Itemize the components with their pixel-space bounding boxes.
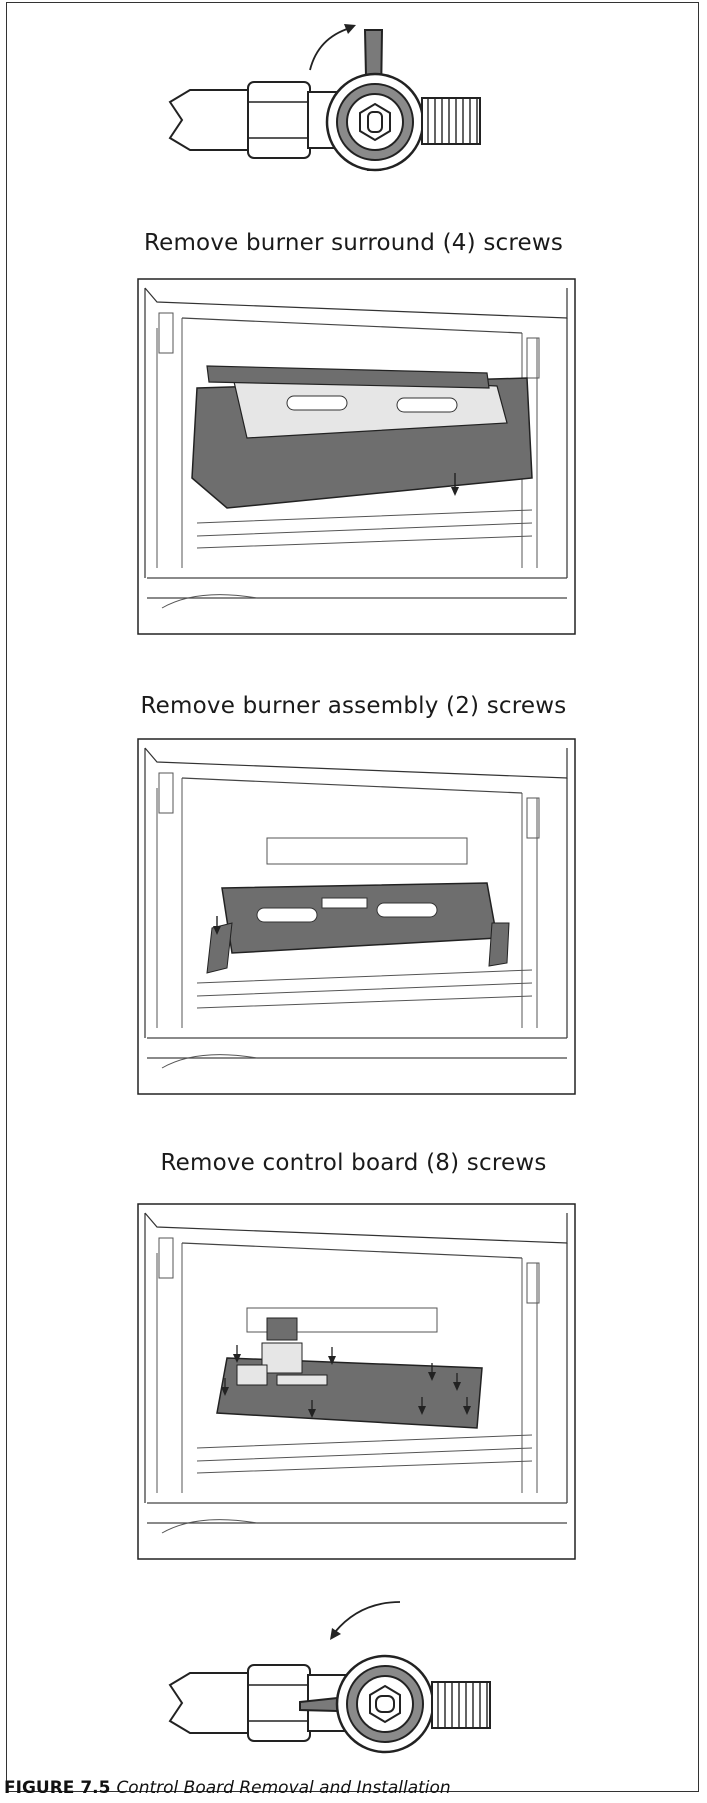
gas-valve-open-icon xyxy=(168,24,481,172)
figure-title: Control Board Removal and Installation xyxy=(116,1778,451,1798)
figure-number: FIGURE 7.5 xyxy=(4,1778,111,1798)
burner-surround-illustration xyxy=(137,278,576,635)
burner-assembly-illustration xyxy=(137,738,576,1095)
gas-valve-closed-icon xyxy=(168,1601,491,1754)
step-3-label: Remove control board (8) screws xyxy=(160,1150,547,1176)
step-2-label: Remove burner assembly (2) screws xyxy=(140,693,567,719)
step-1-label: Remove burner surround (4) screws xyxy=(143,230,564,256)
gas-valve-top xyxy=(160,10,560,195)
figure-frame xyxy=(6,2,699,1792)
control-board-illustration xyxy=(137,1203,576,1560)
gas-valve-bottom xyxy=(160,1590,560,1770)
